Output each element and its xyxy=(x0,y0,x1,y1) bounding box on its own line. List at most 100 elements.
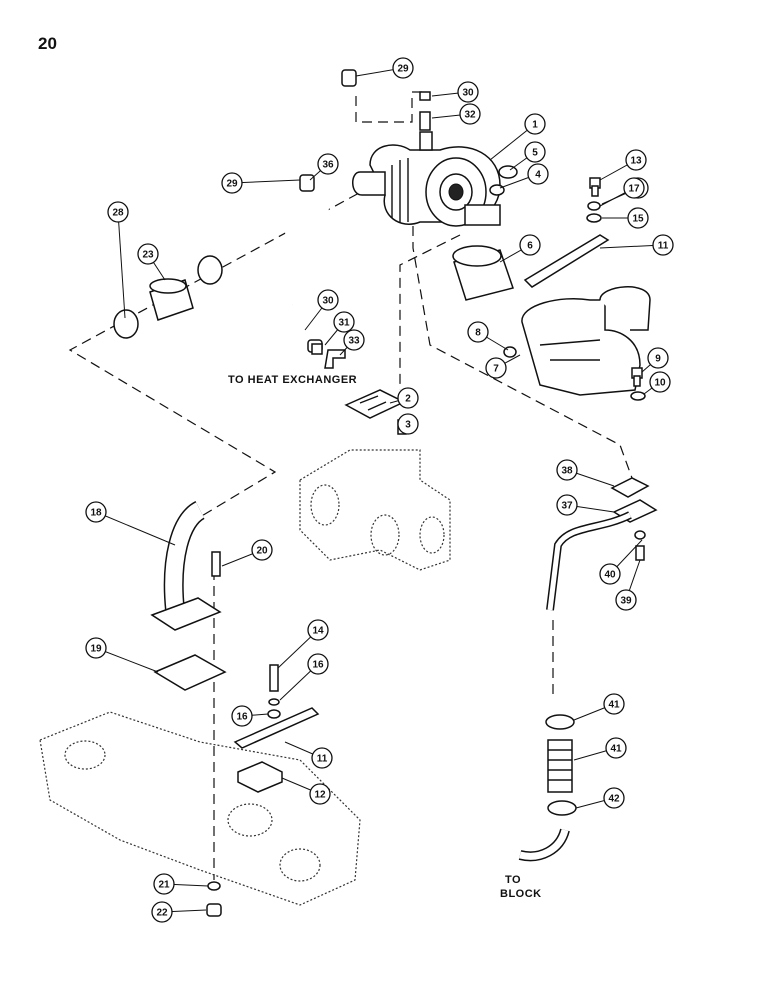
callout-bubble xyxy=(151,901,173,923)
callout-bubble xyxy=(524,141,546,163)
intake-manifold-outline xyxy=(39,711,361,906)
callout-label: 21 xyxy=(158,880,170,891)
callout-bubble xyxy=(392,57,414,79)
callout-label: 12 xyxy=(314,790,326,801)
callout-bubble xyxy=(307,619,329,641)
callout-bubble xyxy=(85,501,107,523)
callout-label: 14 xyxy=(312,626,324,637)
callout-label: 29 xyxy=(397,64,409,75)
washer-20 xyxy=(207,881,221,891)
callout-bubble xyxy=(524,113,546,135)
block-note-line2: BLOCK xyxy=(500,888,542,900)
callout-bubble xyxy=(603,693,625,715)
callout-bubble xyxy=(647,347,669,369)
bolt-14 xyxy=(269,664,279,692)
callout-label: 17 xyxy=(628,184,640,195)
callout-bubble xyxy=(652,234,674,256)
callout-label: 19 xyxy=(90,644,102,655)
elbow-7 xyxy=(521,286,651,396)
callout-label: 10 xyxy=(654,378,666,389)
callout-label: 3 xyxy=(405,420,411,431)
callout-label: 28 xyxy=(112,208,124,219)
oil-line xyxy=(278,69,357,353)
callout-label: 15 xyxy=(632,214,644,225)
callouts: 1234567891011111213141515161617181920212… xyxy=(85,57,674,923)
callout-bubble xyxy=(251,539,273,561)
callout-bubble xyxy=(307,653,329,675)
callout-label: 11 xyxy=(658,241,669,252)
callout-label: 29 xyxy=(226,179,238,190)
callout-leader xyxy=(117,211,126,319)
callout-label: 41 xyxy=(610,744,622,755)
callout-bubble xyxy=(309,783,331,805)
hardware-9-10 xyxy=(630,367,646,401)
callout-bubble xyxy=(85,637,107,659)
callout-leader xyxy=(231,179,301,184)
callout-label: 38 xyxy=(561,466,573,477)
callout-bubble xyxy=(485,357,507,379)
callout-label: 2 xyxy=(405,394,411,405)
callout-label: 9 xyxy=(655,354,661,365)
bolt-38 xyxy=(635,545,645,561)
page-number: 20 xyxy=(38,34,57,53)
bracket-11-lower xyxy=(233,707,320,749)
callout-label: 1 xyxy=(532,120,538,131)
callout-label: 20 xyxy=(256,546,268,557)
callout-label: 16 xyxy=(236,712,248,723)
callout-bubble xyxy=(649,371,671,393)
callout-bubble xyxy=(459,103,481,125)
clamp-41-upper xyxy=(545,714,575,730)
nut-5 xyxy=(498,165,518,179)
callout-bubble xyxy=(556,494,578,516)
callout-leader xyxy=(95,511,176,546)
callout-bubble xyxy=(615,589,637,611)
washer-39 xyxy=(634,530,646,540)
callout-label: 42 xyxy=(608,794,620,805)
callout-bubble xyxy=(221,172,243,194)
callout-bubble xyxy=(605,737,627,759)
hose-and-clamps xyxy=(113,255,223,339)
callout-label: 18 xyxy=(90,508,102,519)
exhaust-manifold-outline xyxy=(299,449,451,571)
callout-label: 13 xyxy=(630,156,642,167)
callout-bubble xyxy=(343,329,365,351)
callout-label: 32 xyxy=(464,110,476,121)
washer-4 xyxy=(489,184,505,196)
washer-15 xyxy=(267,709,281,719)
callout-leader xyxy=(95,647,159,673)
callout-bubble xyxy=(603,787,625,809)
callout-bubble xyxy=(231,705,253,727)
gasket-37 xyxy=(610,477,650,498)
gasket-18 xyxy=(153,654,227,691)
callout-label: 11 xyxy=(317,754,328,765)
nut-21 xyxy=(206,903,222,917)
callout-label: 5 xyxy=(532,148,538,159)
callout-bubble xyxy=(623,177,645,199)
turbocharger xyxy=(352,131,501,227)
callout-label: 22 xyxy=(156,908,168,919)
callout-bubble xyxy=(625,149,647,171)
callout-label: 40 xyxy=(604,570,616,581)
callout-label: 4 xyxy=(535,170,541,181)
callout-bubble xyxy=(107,201,129,223)
gasket-2 xyxy=(344,389,406,419)
callout-bubble xyxy=(467,321,489,343)
callout-label: 41 xyxy=(608,700,620,711)
bolt-19 xyxy=(211,551,221,577)
callout-label: 16 xyxy=(312,660,324,671)
spacer-12 xyxy=(237,761,283,793)
callout-bubble xyxy=(317,289,339,311)
sleeve-6 xyxy=(452,245,514,301)
callout-label: 37 xyxy=(561,501,573,512)
callout-bubble xyxy=(137,243,159,265)
heat-exchanger-note: TO HEAT EXCHANGER xyxy=(228,374,358,386)
assembly-lines xyxy=(68,91,633,880)
callout-label: 30 xyxy=(462,88,474,99)
hose-40 xyxy=(547,739,573,793)
washer-16 xyxy=(268,698,280,706)
block-note-line1: TO xyxy=(505,874,522,886)
callout-label: 8 xyxy=(475,328,481,339)
callout-label: 36 xyxy=(322,160,334,171)
callout-label: 33 xyxy=(348,336,360,347)
